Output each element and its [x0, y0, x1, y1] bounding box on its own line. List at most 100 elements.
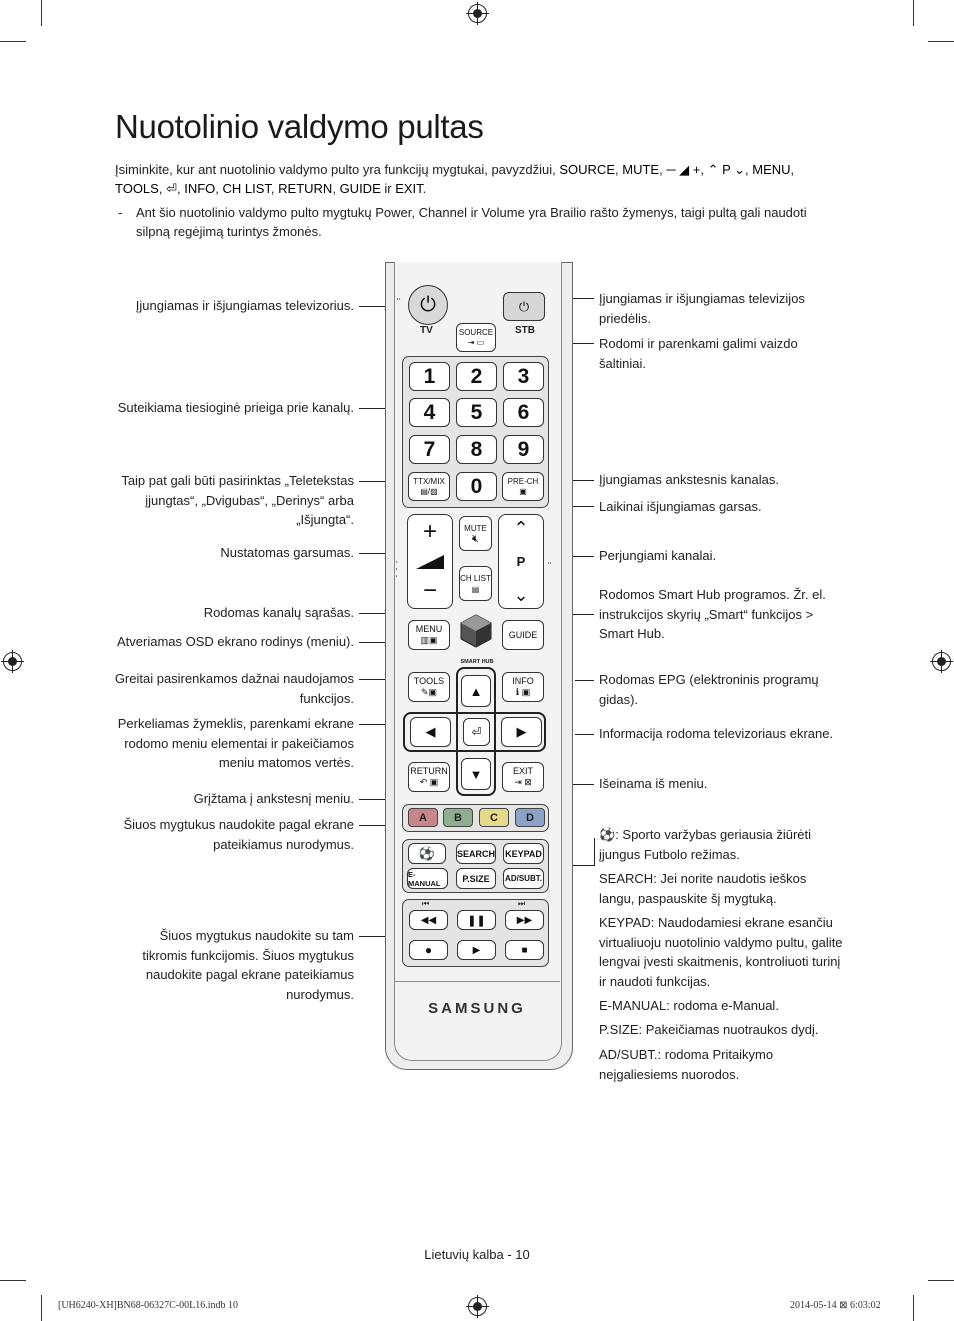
rewind-button[interactable]: ◀◀: [409, 910, 448, 930]
leader-line: [594, 838, 595, 866]
football-button[interactable]: ⚽: [408, 843, 446, 864]
source-button[interactable]: SOURCE ⇥ ▭: [456, 323, 496, 352]
exit-button[interactable]: EXIT ⇥ ⊠: [502, 762, 544, 792]
volume-down-icon: −: [422, 577, 437, 604]
braille-note: - Ant šio nuotolinio valdymo pulto mygtu…: [118, 205, 807, 239]
ch-list-button[interactable]: CH LIST ▤: [459, 566, 492, 601]
divider: [394, 981, 560, 982]
down-button[interactable]: ▼: [461, 758, 491, 790]
info-button[interactable]: INFO ℹ ▣: [502, 672, 544, 702]
e-manual-button[interactable]: E-MANUAL: [407, 868, 448, 889]
digit-button-9[interactable]: 9: [503, 435, 544, 464]
stop-button[interactable]: ■: [505, 940, 544, 960]
label-tools: Greitai pasirenkamos dažnai naudojamos f…: [114, 671, 354, 706]
leader-line: [359, 724, 407, 725]
menu-label: MENU: [415, 624, 443, 634]
crop-mark: [928, 41, 954, 42]
brand-logo: SAMSUNG: [428, 1000, 526, 1017]
football-icon: ⚽: [599, 827, 616, 842]
label-navigation: Perkeliamas žymeklis, parenkami ekrane r…: [117, 716, 354, 770]
label-guide: Rodomas EPG (elektroninis programų gidas…: [599, 672, 819, 707]
power-icon: ⏻: [518, 298, 530, 314]
guide-button[interactable]: GUIDE: [502, 620, 544, 650]
color-button-a[interactable]: A: [408, 808, 438, 827]
arrow-right-icon: ▶: [516, 724, 527, 739]
pre-ch-button[interactable]: PRE-CH ▣: [502, 472, 544, 501]
source-label: SOURCE: [458, 327, 494, 337]
crop-mark: [913, 1295, 914, 1321]
enter-button[interactable]: ⏎: [463, 718, 490, 746]
p-size-button[interactable]: P.SIZE: [456, 868, 496, 889]
right-button[interactable]: ▶: [501, 717, 542, 747]
crop-mark: [41, 1295, 42, 1321]
power-icon: ⏻: [420, 293, 436, 316]
label-return: Grįžtama į ankstesnį meniu.: [193, 791, 354, 806]
color-button-b[interactable]: B: [443, 808, 473, 827]
braille-dots: ⠂⠂⠂: [395, 560, 401, 581]
digit-button-6[interactable]: 6: [503, 398, 544, 427]
leader-line: [359, 306, 407, 307]
record-button[interactable]: ●: [409, 940, 448, 960]
pause-icon: ❚❚: [467, 914, 486, 927]
pause-button[interactable]: ❚❚: [457, 910, 496, 930]
fast-forward-button[interactable]: ▶▶: [505, 910, 544, 930]
digit-button-1[interactable]: 1: [409, 362, 450, 391]
mute-icon: 🔇︎: [472, 532, 479, 545]
rewind-icon: ◀◀: [420, 914, 437, 926]
color-button-c[interactable]: C: [479, 808, 509, 827]
search-button[interactable]: SEARCH: [456, 843, 496, 864]
menu-icon: ▥▣: [420, 635, 438, 645]
menu-button[interactable]: MENU ▥▣: [408, 620, 450, 650]
fast-forward-icon: ▶▶: [516, 914, 533, 926]
channel-label: P: [516, 554, 526, 569]
label-exit: Išeinama iš meniu.: [599, 776, 708, 791]
digit-button-7[interactable]: 7: [409, 435, 450, 464]
search-label: SEARCH: [457, 848, 496, 859]
enter-icon: ⏎: [471, 725, 482, 739]
dpad-vertical: [456, 667, 496, 796]
channel-rocker[interactable]: ⌃ P ⌄: [498, 514, 544, 609]
digit-button-8[interactable]: 8: [456, 435, 497, 464]
label-source: Rodomi ir parenkami galimi vaizdo šaltin…: [599, 336, 798, 371]
football-icon: ⚽: [418, 845, 436, 861]
leader-line: [359, 825, 407, 826]
digit-button-0[interactable]: 0: [456, 472, 497, 501]
info-label: INFO: [512, 676, 534, 686]
mute-button[interactable]: MUTE 🔇︎: [459, 516, 492, 551]
return-label: RETURN: [410, 766, 448, 776]
left-button[interactable]: ◀: [410, 717, 451, 747]
skip-back-icon: ⏮: [422, 899, 430, 908]
source-icon: ⇥ ▭: [467, 337, 485, 347]
tools-button[interactable]: TOOLS ✎▣: [408, 672, 450, 702]
volume-wedge-icon: [416, 554, 444, 569]
dpad-horizontal: [403, 712, 546, 752]
color-button-d[interactable]: D: [515, 808, 545, 827]
ttx-mix-button[interactable]: TTX/MIX ▤/▨: [408, 472, 450, 501]
label-smart-hub: Rodomos Smart Hub programos. Žr. el. ins…: [599, 587, 826, 641]
digit-button-2[interactable]: 2: [456, 362, 497, 391]
ad-subt-button[interactable]: AD/SUBT.: [503, 868, 544, 889]
label-power: Įjungiamas ir išjungiamas televizorius.: [135, 298, 354, 313]
stb-power-button[interactable]: ⏻: [503, 292, 545, 321]
label-search: SEARCH: Jei norite naudotis ieškos langu…: [599, 871, 807, 906]
label-football: ⚽: Sporto varžybas geriausia žiūrėti įju…: [599, 827, 811, 862]
smart-hub-icon: [460, 614, 492, 648]
digit-button-5[interactable]: 5: [456, 398, 497, 427]
digit-button-4[interactable]: 4: [409, 398, 450, 427]
smart-hub-button[interactable]: [460, 614, 492, 648]
info-icon: ℹ ▣: [515, 687, 531, 697]
volume-rocker[interactable]: + −: [407, 514, 453, 609]
volume-up-icon: +: [422, 518, 437, 545]
digit-button-3[interactable]: 3: [503, 362, 544, 391]
up-button[interactable]: ▲: [461, 675, 491, 707]
label-volume: Nustatomas garsumas.: [220, 545, 354, 560]
keypad-button[interactable]: KEYPAD: [503, 843, 544, 864]
tv-power-button[interactable]: ⏻: [408, 285, 448, 325]
return-button[interactable]: RETURN ↶ ▣: [408, 762, 450, 792]
registration-mark-icon: [466, 1295, 489, 1318]
arrow-left-icon: ◀: [425, 724, 436, 739]
guide-label: GUIDE: [508, 630, 538, 640]
prech-icon: ▣: [519, 486, 527, 496]
play-button[interactable]: ▶: [457, 940, 496, 960]
prech-label: PRE-CH: [507, 476, 539, 486]
